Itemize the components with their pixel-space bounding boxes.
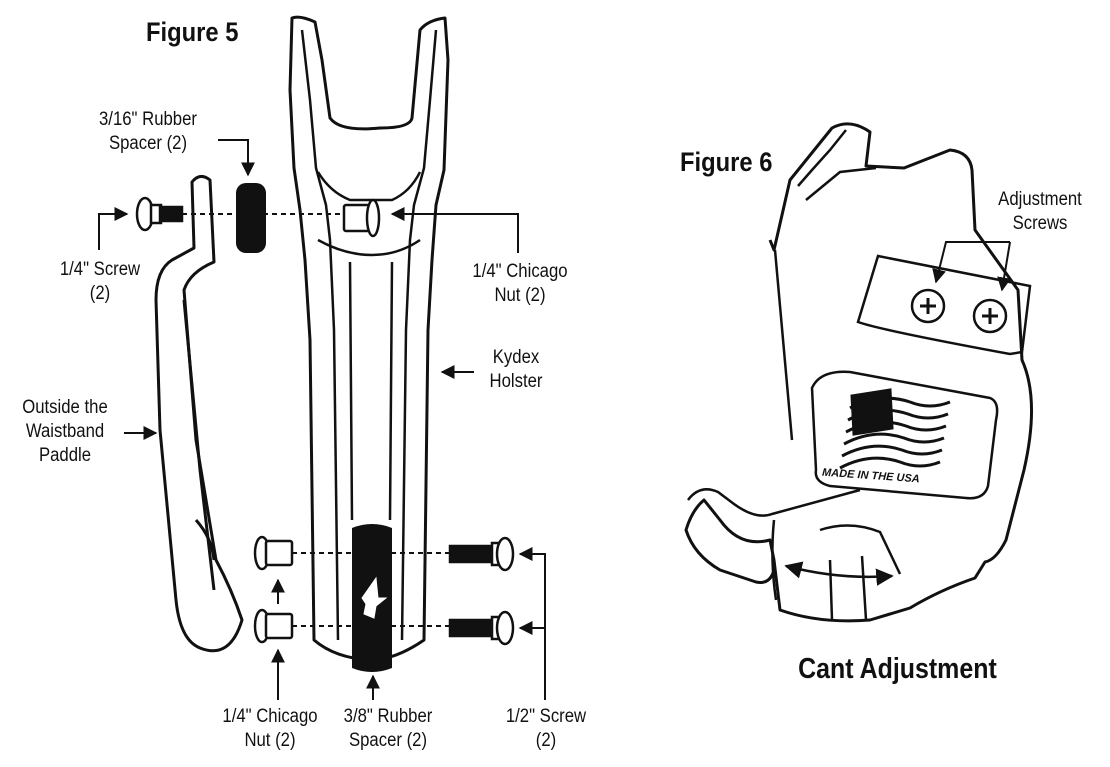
label-rubber-spacer-large: 3/8" Rubber Spacer (2) [343, 706, 433, 751]
label-chicago-nut-bottom: 1/4" Chicago Nut (2) [222, 706, 318, 751]
figure6-title: Figure 6 [680, 147, 773, 177]
label-kydex-holster: Kydex Holster [489, 347, 543, 392]
rubber-spacer-large-shape [352, 524, 392, 672]
label-adjustment-screws: Adjustment Screws [998, 189, 1082, 234]
figure6-arrows [932, 241, 1011, 292]
label-rubber-spacer-small: 3/16" Rubber Spacer (2) [99, 109, 197, 154]
holster-figure6-details [687, 129, 1032, 621]
kydex-holster-shape [288, 15, 450, 662]
figure6-screws [910, 288, 1008, 334]
figure5-title: Figure 5 [146, 17, 239, 47]
cant-adjustment-caption: Cant Adjustment [798, 653, 997, 685]
chicago-nuts-bottom-shapes [253, 535, 294, 644]
screw-quarter-shape [135, 196, 184, 232]
usa-flag-icon [839, 388, 951, 470]
paddle-shape [154, 175, 244, 653]
cant-arrow [784, 561, 894, 586]
rubber-spacer-small-shape [236, 183, 266, 253]
figure5-arrows [98, 139, 546, 700]
label-screw-quarter: 1/4" Screw (2) [59, 259, 141, 304]
alignment-dashes [182, 213, 450, 627]
chicago-nut-top-shape [342, 198, 381, 238]
label-screw-half: 1/2" Screw (2) [505, 706, 587, 751]
label-chicago-nut-top: 1/4" Chicago Nut (2) [472, 261, 568, 306]
screws-half-shapes [448, 536, 515, 646]
label-paddle: Outside the Waistband Paddle [22, 397, 108, 466]
